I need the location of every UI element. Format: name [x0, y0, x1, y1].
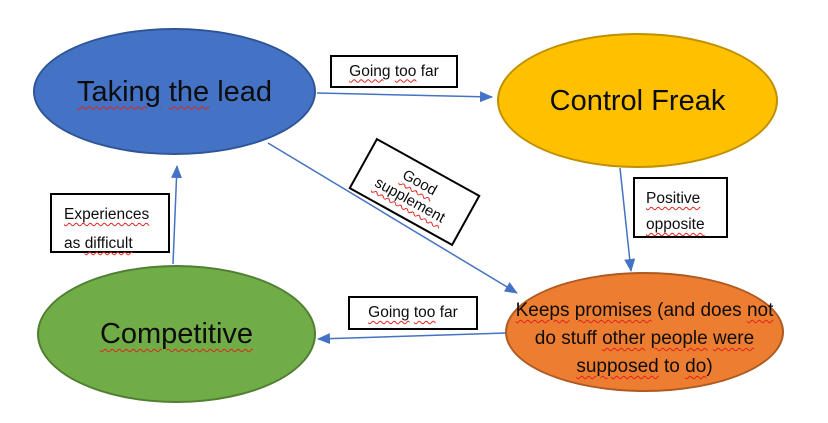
word: Going — [368, 304, 410, 321]
word: Taking — [76, 75, 161, 108]
node-keeps-promises[interactable]: Keeps promises (and does not do stuff oth… — [505, 272, 784, 392]
word: Control — [549, 84, 644, 117]
word: Freak — [651, 84, 726, 117]
node-competitive-label: Competitive — [100, 317, 253, 351]
word: opposite — [646, 216, 705, 233]
word: Experiences — [64, 206, 150, 223]
word: other — [602, 328, 646, 349]
word: Going — [349, 62, 391, 80]
word: stuff — [561, 328, 597, 349]
word: do — [685, 356, 707, 377]
node-taking-the-lead-label: Taking the lead — [77, 75, 272, 109]
word: (and — [657, 300, 696, 321]
word: Keeps — [515, 300, 570, 321]
arrow-keeps-to-competitive[interactable] — [317, 332, 507, 345]
word: not — [746, 300, 774, 321]
node-keeps-promises-label: Keeps promises (and does not do stuff oth… — [516, 297, 774, 381]
arrow-competitive-to-taking[interactable] — [171, 165, 183, 265]
arrow-taking-to-control[interactable] — [316, 91, 493, 103]
word: difficult — [84, 235, 133, 252]
word: supposed — [576, 356, 659, 377]
word: promises — [574, 300, 652, 321]
word: far — [439, 304, 458, 321]
word: far — [420, 62, 439, 80]
word: ) — [706, 356, 713, 377]
word: as — [64, 235, 81, 252]
arrow-taking-to-keeps[interactable] — [267, 142, 518, 294]
word: lead — [217, 75, 273, 108]
word: do — [534, 328, 556, 349]
node-competitive[interactable]: Competitive — [37, 265, 316, 403]
label-going-too-far-bottom[interactable]: Going too far — [348, 296, 478, 330]
word: were — [713, 328, 755, 349]
arrow-control-to-keeps[interactable] — [619, 167, 636, 272]
word: Competitive — [99, 318, 254, 350]
label-experiences-as-difficult[interactable]: Experiences as difficult — [50, 193, 170, 253]
label-going-too-far-top[interactable]: Going too far — [330, 55, 458, 88]
node-control-freak-label: Control Freak — [550, 84, 726, 118]
word: people — [650, 328, 708, 349]
word: too — [394, 62, 417, 80]
word: Positive — [646, 190, 701, 207]
node-taking-the-lead[interactable]: Taking the lead — [33, 28, 316, 155]
node-control-freak[interactable]: Control Freak — [497, 33, 778, 168]
word: does — [700, 300, 742, 321]
word: the — [168, 75, 210, 108]
word: to — [664, 356, 680, 377]
label-positive-opposite[interactable]: Positive opposite — [633, 177, 728, 238]
word: too — [413, 304, 436, 321]
